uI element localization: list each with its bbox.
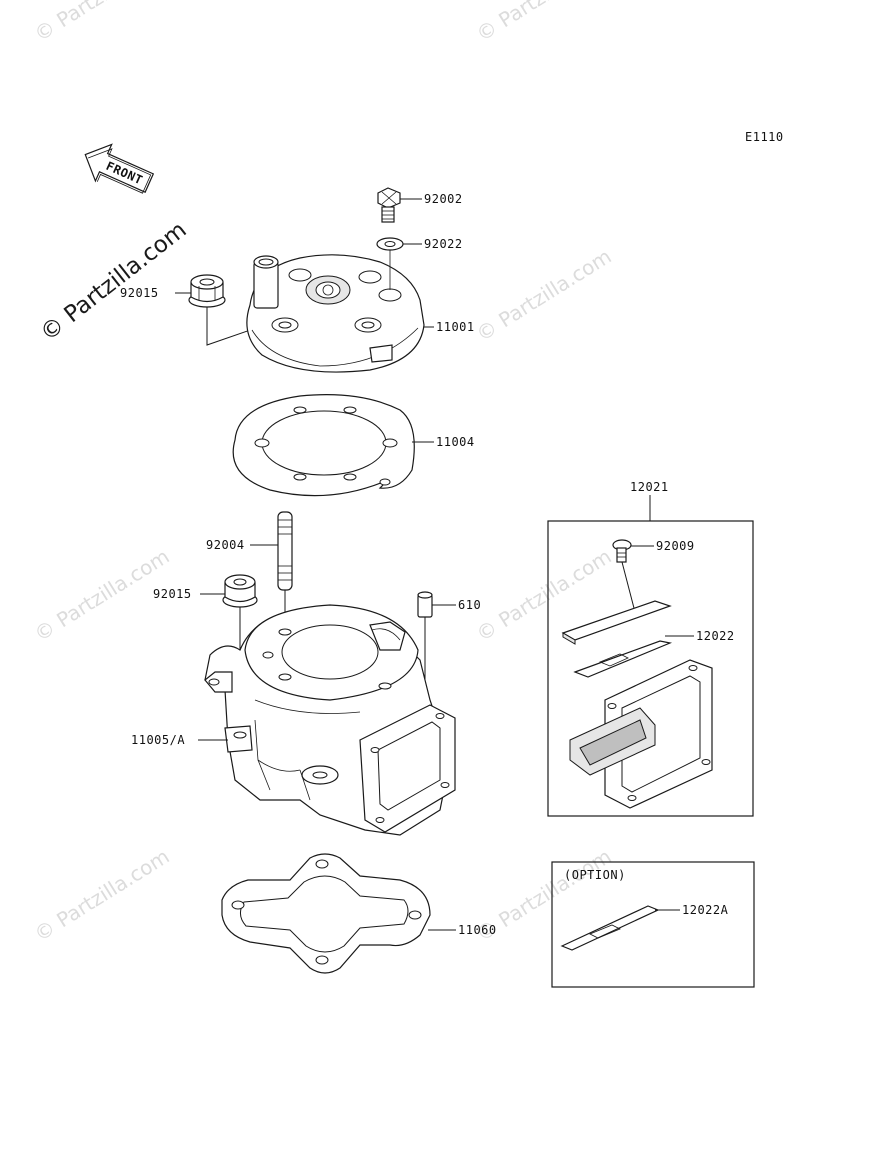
head-gasket-11004[interactable] — [232, 394, 415, 497]
part-label-92022[interactable]: 92022 — [424, 237, 463, 251]
dowel-pin-610[interactable] — [417, 591, 433, 618]
watermark-text: © Partzilla.com — [472, 244, 616, 346]
part-label-610[interactable]: 610 — [458, 598, 481, 612]
option-label: (OPTION) — [564, 868, 626, 882]
part-label-12022[interactable]: 12022 — [696, 629, 735, 643]
part-label-11005A[interactable]: 11005/A — [131, 733, 185, 747]
part-label-92015-top[interactable]: 92015 — [120, 286, 159, 300]
part-label-11001[interactable]: 11001 — [436, 320, 475, 334]
reed-valve-assembly-12021-box[interactable] — [547, 520, 754, 817]
nut-92015-top[interactable] — [188, 274, 226, 308]
diagram-code: E1110 — [745, 130, 784, 144]
bolt-92002[interactable] — [377, 187, 401, 223]
part-label-12022A[interactable]: 12022A — [682, 903, 729, 917]
part-label-12021[interactable]: 12021 — [630, 480, 669, 494]
watermark-prominent: © Partzilla.com — [36, 217, 192, 347]
part-label-11060[interactable]: 11060 — [458, 923, 497, 937]
cylinder-head-11001[interactable] — [246, 254, 425, 373]
nut-92015-mid[interactable] — [222, 574, 258, 608]
cylinder-11005A[interactable] — [204, 604, 456, 836]
watermark-text: © Partzilla.com — [472, 0, 616, 46]
reed-petal-12022[interactable] — [573, 640, 673, 678]
front-arrow-icon: FRONT — [84, 143, 155, 194]
reed-petal-12022A[interactable] — [560, 905, 660, 951]
option-box — [551, 861, 755, 988]
washer-92022[interactable] — [376, 237, 404, 251]
part-label-92002[interactable]: 92002 — [424, 192, 463, 206]
part-label-92004[interactable]: 92004 — [206, 538, 245, 552]
part-label-92009[interactable]: 92009 — [656, 539, 695, 553]
stud-92004[interactable] — [277, 511, 293, 591]
reed-block[interactable] — [569, 659, 713, 809]
watermark-text: © Partzilla.com — [30, 0, 174, 46]
watermark-text: © Partzilla.com — [30, 844, 174, 946]
reed-stopper-plate[interactable] — [561, 600, 672, 645]
base-gasket-11060[interactable] — [221, 853, 431, 974]
part-label-11004[interactable]: 11004 — [436, 435, 475, 449]
part-label-92015-mid[interactable]: 92015 — [153, 587, 192, 601]
watermark-text: © Partzilla.com — [30, 544, 174, 646]
screw-92009[interactable] — [612, 539, 632, 563]
